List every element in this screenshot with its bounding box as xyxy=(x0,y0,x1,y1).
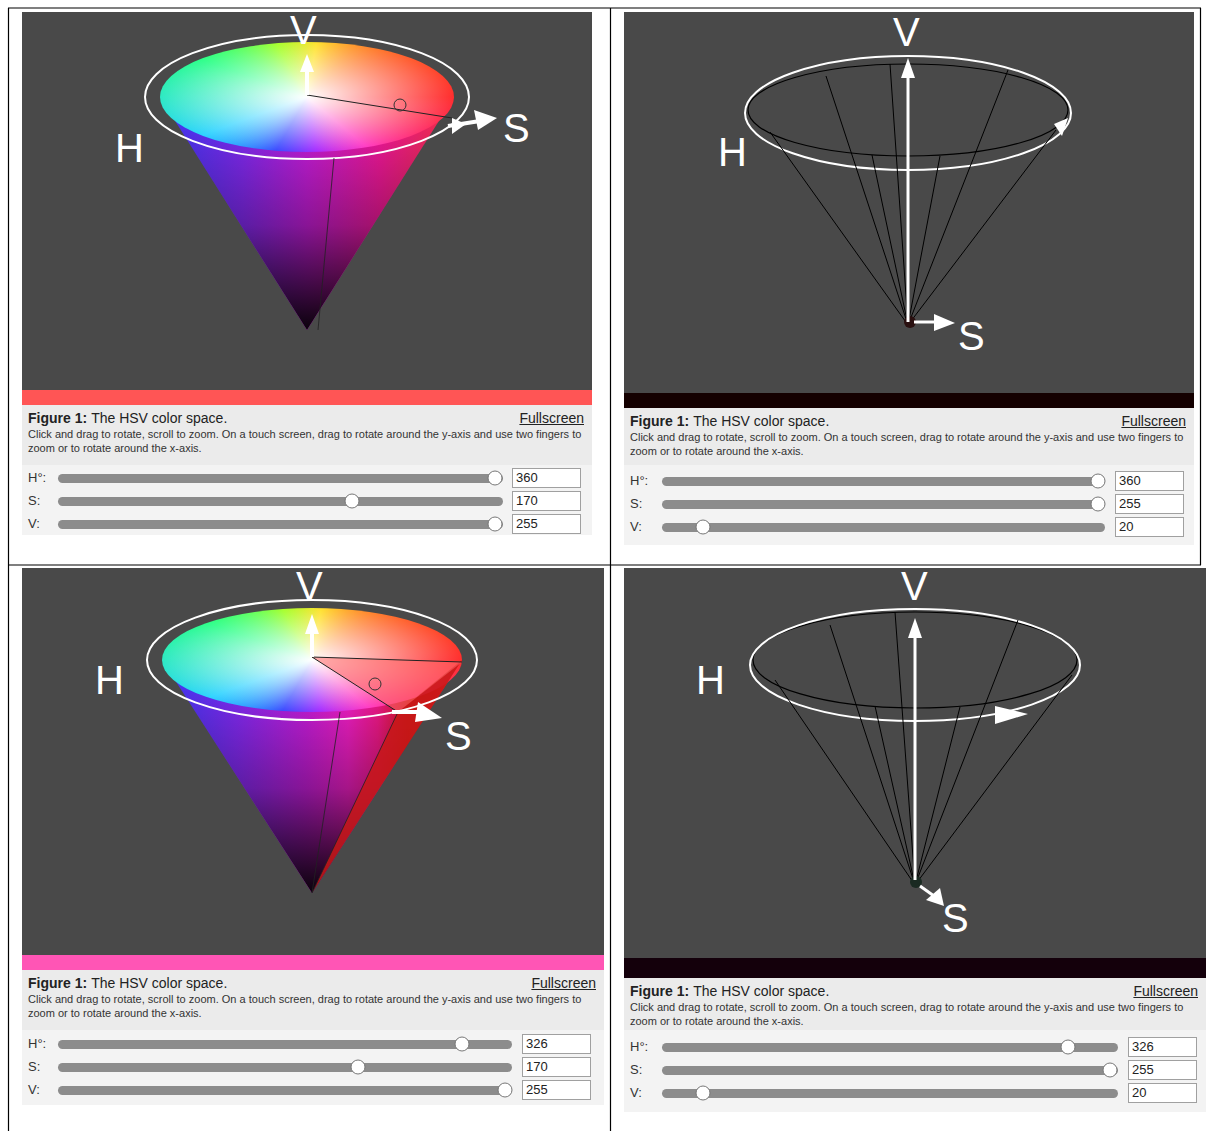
slider-knob xyxy=(696,520,710,534)
figure-title: The HSV color space. xyxy=(693,413,829,429)
axis-label: S xyxy=(503,108,530,148)
cone-overlay xyxy=(147,600,477,893)
slider-track xyxy=(662,1043,1118,1052)
axis-label: V xyxy=(901,566,928,606)
slider-track xyxy=(662,500,1105,509)
slider-track xyxy=(662,1066,1118,1075)
slider-knob xyxy=(488,517,502,531)
axis-label: H xyxy=(718,132,747,172)
fullscreen-link: Fullscreen xyxy=(1133,983,1198,999)
value-input: 255 xyxy=(1115,494,1184,514)
color-bar xyxy=(22,390,592,405)
table-border xyxy=(8,8,1201,1131)
slider-knob xyxy=(696,1086,710,1100)
axis-label: H xyxy=(115,128,144,168)
slider-panel xyxy=(624,465,1194,545)
value-input: 20 xyxy=(1128,1083,1197,1103)
value-input: 170 xyxy=(512,491,581,511)
axis-label: S xyxy=(445,716,472,756)
value-input: 170 xyxy=(522,1057,591,1077)
slider-label: V: xyxy=(28,1082,40,1098)
slider-label: H°: xyxy=(28,470,46,486)
figure-number: Figure 1: xyxy=(630,413,689,429)
slider-knob xyxy=(351,1060,365,1074)
axis-label: H xyxy=(95,660,124,700)
slider-track xyxy=(58,1063,512,1072)
slider-knob xyxy=(498,1083,512,1097)
figure-description: Click and drag to rotate, scroll to zoom… xyxy=(28,427,584,455)
color-bar xyxy=(624,393,1194,408)
slider-label: H°: xyxy=(28,1036,46,1052)
slider-label: S: xyxy=(630,1062,642,1078)
axis-label: V xyxy=(893,12,920,52)
value-input: 326 xyxy=(522,1034,591,1054)
slider-label: V: xyxy=(28,516,40,532)
canvas xyxy=(624,12,1194,393)
slider-panel xyxy=(22,465,592,535)
slider-track xyxy=(58,474,503,483)
slider-knob xyxy=(1091,497,1105,511)
slider-knob xyxy=(1091,474,1105,488)
slider-track xyxy=(58,1040,512,1049)
slider-label: S: xyxy=(28,493,40,509)
figure-title: The HSV color space. xyxy=(91,975,227,991)
figure-number: Figure 1: xyxy=(28,410,87,426)
slider-label: H°: xyxy=(630,473,648,489)
hue-disc xyxy=(162,608,462,712)
slider-label: V: xyxy=(630,519,642,535)
slider-panel xyxy=(624,1030,1206,1112)
axis-label: S xyxy=(958,316,985,356)
slider-label: H°: xyxy=(630,1039,648,1055)
wireframe-cone xyxy=(745,56,1071,331)
slider-knob xyxy=(488,471,502,485)
axis-label: V xyxy=(296,566,323,606)
axis-label: H xyxy=(696,660,725,700)
slider-track xyxy=(58,1086,512,1095)
hue-disc xyxy=(160,42,454,152)
axis-label: S xyxy=(942,898,969,938)
cone-overlay xyxy=(145,35,497,330)
figure-description: Click and drag to rotate, scroll to zoom… xyxy=(28,992,596,1020)
slider-track xyxy=(58,497,503,506)
wireframe-cone xyxy=(750,609,1080,906)
slider-track xyxy=(662,523,1105,532)
slider-knob xyxy=(1061,1040,1075,1054)
fullscreen-link: Fullscreen xyxy=(519,410,584,426)
value-input: 255 xyxy=(522,1080,591,1100)
value-input: 360 xyxy=(512,468,581,488)
slider-track xyxy=(58,520,503,529)
axis-label: V xyxy=(290,10,317,50)
slider-knob xyxy=(1103,1063,1117,1077)
figure-title: The HSV color space. xyxy=(693,983,829,999)
slider-track xyxy=(662,1089,1118,1098)
figure-number: Figure 1: xyxy=(630,983,689,999)
figure-description: Click and drag to rotate, scroll to zoom… xyxy=(630,430,1186,458)
figure-number: Figure 1: xyxy=(28,975,87,991)
color-bar xyxy=(22,955,604,970)
value-input: 360 xyxy=(1115,471,1184,491)
fullscreen-link: Fullscreen xyxy=(531,975,596,991)
slider-panel xyxy=(22,1030,604,1105)
slider-label: S: xyxy=(28,1059,40,1075)
figure-description: Click and drag to rotate, scroll to zoom… xyxy=(630,1000,1198,1028)
value-input: 255 xyxy=(1128,1060,1197,1080)
slider-track xyxy=(662,477,1105,486)
slider-knob xyxy=(455,1037,469,1051)
value-input: 326 xyxy=(1128,1037,1197,1057)
color-bar xyxy=(624,958,1206,978)
canvas xyxy=(624,568,1206,958)
figure-title: The HSV color space. xyxy=(91,410,227,426)
fullscreen-link: Fullscreen xyxy=(1121,413,1186,429)
slider-label: V: xyxy=(630,1085,642,1101)
value-input: 255 xyxy=(512,514,581,534)
slider-knob xyxy=(345,494,359,508)
value-input: 20 xyxy=(1115,517,1184,537)
slider-label: S: xyxy=(630,496,642,512)
